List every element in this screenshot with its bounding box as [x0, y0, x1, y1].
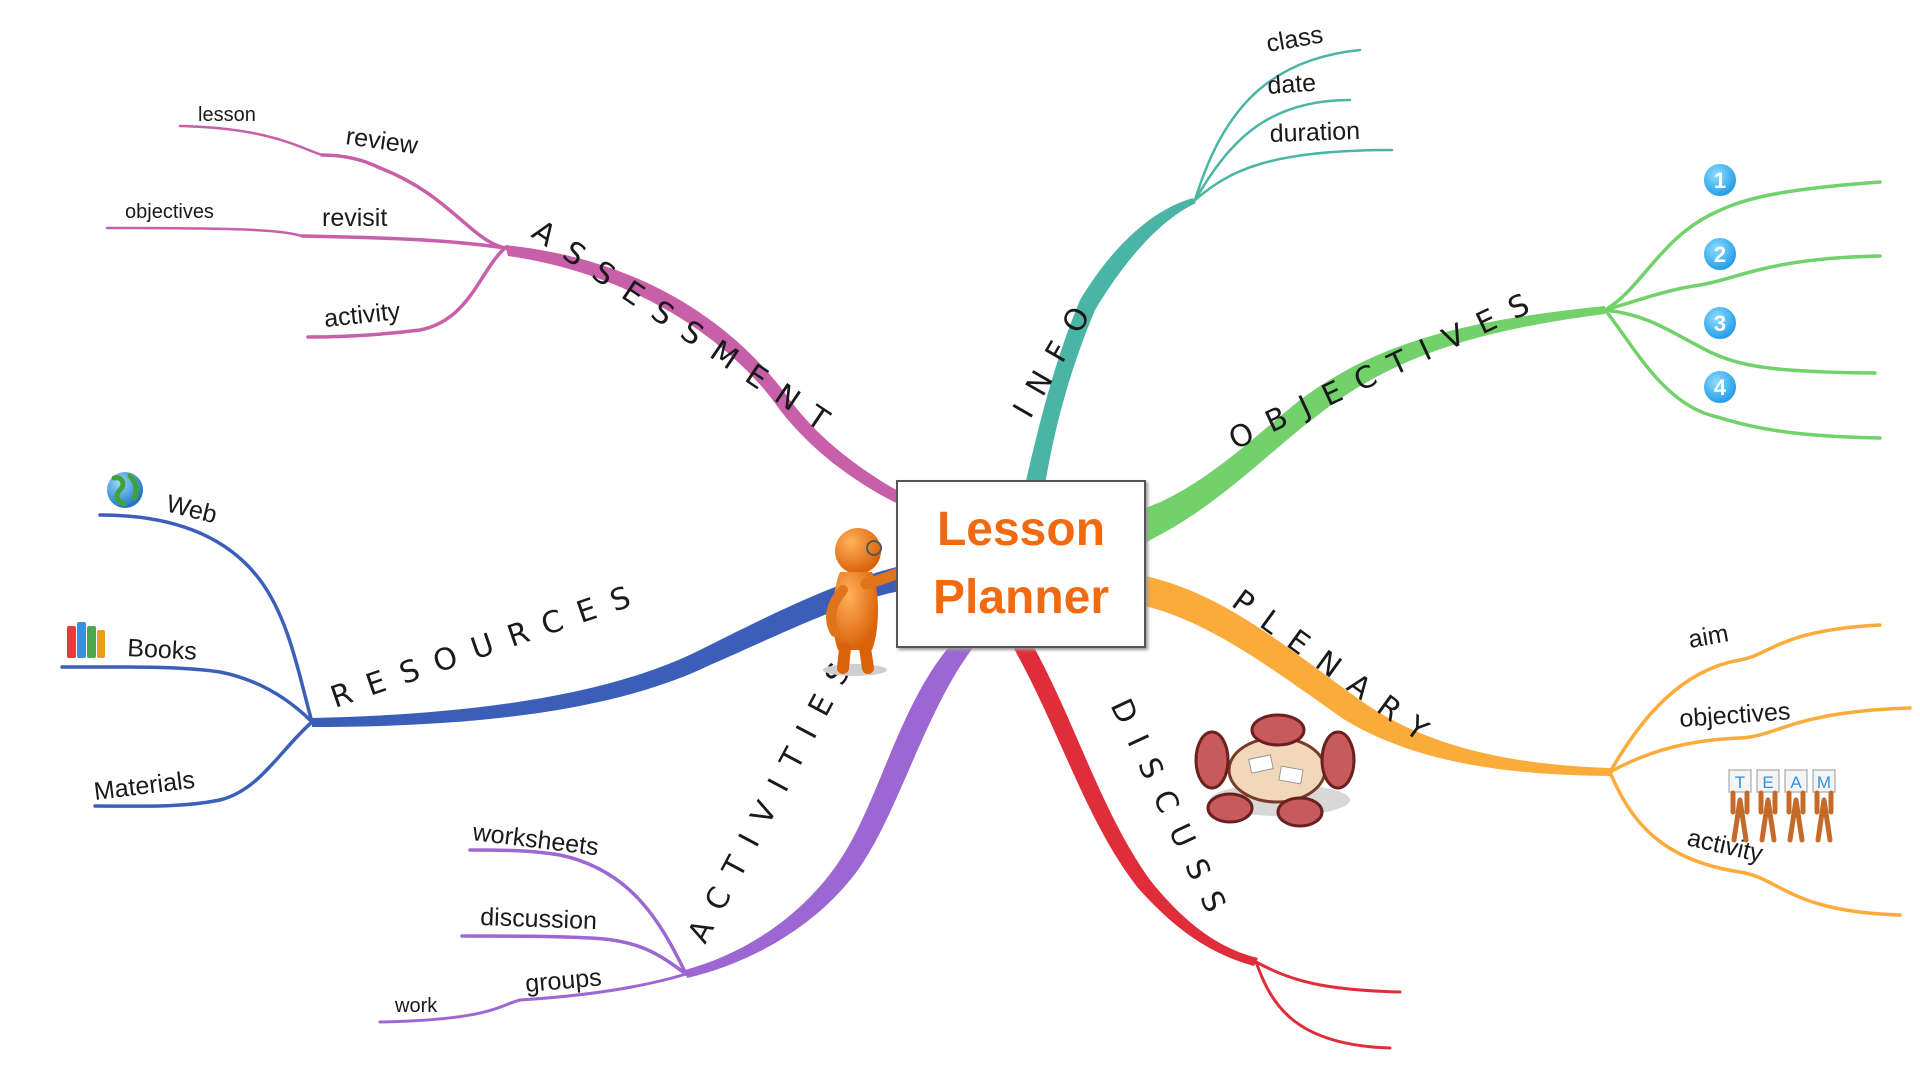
- objective-badge-2: 2: [1702, 236, 1738, 272]
- team-sign-m: M: [1812, 769, 1836, 843]
- objective-badge-1: 1: [1702, 162, 1738, 198]
- central-topic-board: Lesson Planner: [896, 480, 1146, 648]
- team-sign-a: A: [1784, 769, 1808, 843]
- badge-number: 4: [1714, 375, 1727, 400]
- node-work: work: [394, 995, 438, 1017]
- teacher-figure-icon: [823, 528, 921, 676]
- team-letter: A: [1790, 773, 1802, 792]
- team-letter: M: [1817, 773, 1831, 792]
- node-aim: aim: [1686, 619, 1731, 654]
- branch-label-activities: ACTIVITIES: [681, 643, 866, 949]
- node-materials: Materials: [92, 766, 196, 806]
- central-topic-line2: Planner: [932, 571, 1110, 624]
- node-date: date: [1266, 69, 1317, 100]
- node-revisit: revisit: [322, 204, 387, 232]
- meeting-table-icon: [1194, 713, 1356, 828]
- node-worksheets: worksheets: [470, 818, 600, 861]
- branch-assessment: [105, 124, 905, 505]
- branch-label-objectives: OBJECTIVES: [1224, 280, 1550, 457]
- node-duration: duration: [1269, 117, 1360, 148]
- node-assessment-activity: activity: [323, 297, 402, 333]
- node-assessment-objectives: objectives: [125, 201, 214, 223]
- badge-number: 1: [1714, 168, 1726, 193]
- branch-discuss: [1012, 640, 1402, 1050]
- branch-info: [1025, 48, 1394, 485]
- number-badge-icon: [1702, 305, 1738, 341]
- team-letter: E: [1762, 773, 1773, 792]
- number-badge-icon: [1702, 162, 1738, 198]
- branch-plenary: [1140, 575, 1912, 917]
- node-groups: groups: [524, 963, 603, 998]
- team-letter: T: [1735, 773, 1745, 792]
- node-books: Books: [127, 634, 198, 666]
- objective-badge-3: 3: [1702, 305, 1738, 341]
- node-review: review: [344, 122, 420, 160]
- central-topic-line1: Lesson: [936, 503, 1106, 556]
- node-plenary-objectives: objectives: [1678, 697, 1791, 733]
- team-sign-e: E: [1756, 769, 1780, 843]
- badge-number: 3: [1714, 311, 1726, 336]
- objective-badge-4: 4: [1702, 369, 1738, 405]
- node-discussion: discussion: [480, 903, 598, 935]
- badge-number: 2: [1714, 242, 1726, 267]
- globe-icon: [107, 472, 143, 508]
- number-badge-icon: [1702, 369, 1738, 405]
- node-lesson: lesson: [198, 104, 256, 126]
- branch-label-assessment: ASSESSMENT: [526, 214, 849, 448]
- node-class: class: [1264, 20, 1325, 57]
- team-sign-t: T: [1728, 769, 1752, 843]
- branch-activities: [378, 640, 975, 1024]
- number-badge-icon: [1702, 236, 1738, 272]
- books-icon: [67, 622, 105, 658]
- branch-resources: [60, 513, 905, 808]
- team-figures-icon: T E A M: [1728, 769, 1836, 843]
- branch-objectives: [1140, 180, 1882, 545]
